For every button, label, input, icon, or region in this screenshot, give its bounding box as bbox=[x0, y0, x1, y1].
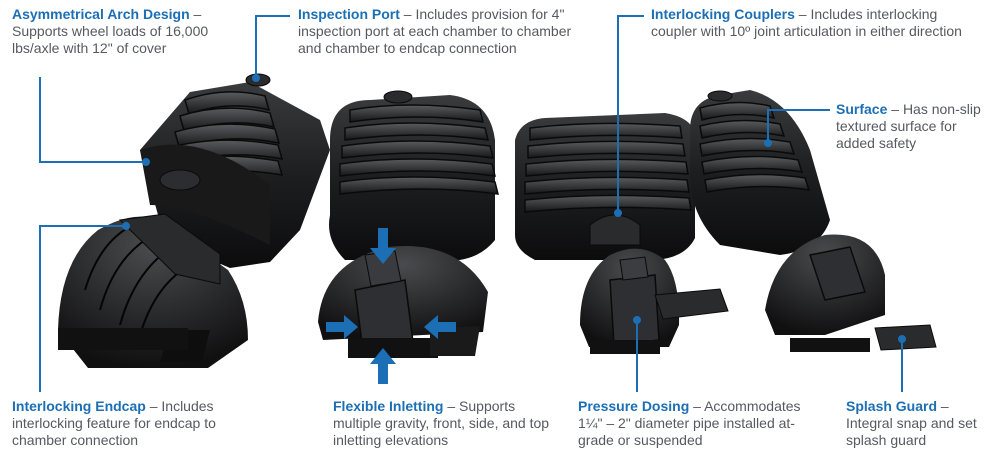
arrow-down-icon bbox=[370, 228, 396, 264]
callout-title: Flexible Inletting bbox=[333, 398, 444, 414]
callout-surface: Surface – Has non-slip textured surface … bbox=[836, 101, 981, 151]
callout-interlocking-couplers: Interlocking Couplers – Includes interlo… bbox=[651, 6, 962, 39]
callout-inspection-port: Inspection Port – Includes provision for… bbox=[298, 6, 572, 56]
callout-desc: Includes interlocking feature for endcap… bbox=[12, 398, 216, 448]
callout-title: Asymmetrical Arch Design bbox=[12, 6, 190, 22]
chamber-center bbox=[329, 90, 499, 261]
callout-pressure-dosing: Pressure Dosing – Accommodates 1¼" – 2" … bbox=[578, 398, 801, 448]
arrow-up-icon bbox=[370, 348, 396, 384]
callout-desc: Has non-slip textured surface for added … bbox=[836, 101, 981, 151]
arrow-left-icon bbox=[424, 315, 456, 339]
callout-desc: Supports multiple gravity, front, side, … bbox=[333, 398, 550, 448]
callout-title: Surface bbox=[836, 101, 888, 117]
chamber-left bbox=[140, 73, 330, 268]
callout-asymmetrical-arch: Asymmetrical Arch Design – Supports whee… bbox=[12, 6, 209, 56]
callout-title: Inspection Port bbox=[298, 6, 400, 22]
arrow-right-icon bbox=[326, 315, 358, 339]
endcap-splash bbox=[765, 234, 937, 352]
callout-desc: Includes interlocking coupler with 10º j… bbox=[651, 6, 962, 39]
callout-title: Interlocking Couplers bbox=[651, 6, 795, 22]
endcap-center bbox=[318, 245, 488, 358]
callout-interlocking-endcap: Interlocking Endcap – Includes interlock… bbox=[12, 398, 216, 448]
callout-title: Interlocking Endcap bbox=[12, 398, 146, 414]
callout-title: Splash Guard bbox=[846, 398, 938, 414]
callout-desc: Includes provision for 4" inspection por… bbox=[298, 6, 572, 56]
callout-title: Pressure Dosing bbox=[578, 398, 690, 414]
chamber-right bbox=[515, 113, 695, 260]
callout-splash-guard: Splash Guard – Integral snap and set spl… bbox=[846, 398, 977, 448]
callout-flexible-inletting: Flexible Inletting – Supports multiple g… bbox=[333, 398, 550, 448]
chamber-far-right bbox=[690, 90, 830, 255]
endcap-left bbox=[58, 213, 248, 368]
leader-lines bbox=[39, 15, 906, 392]
endcap-pressure bbox=[580, 248, 729, 354]
callout-desc: Accommodates 1¼" – 2" diameter pipe inst… bbox=[578, 398, 801, 448]
inlet-arrows bbox=[326, 228, 456, 384]
callout-desc: Supports wheel loads of 16,000 lbs/axle … bbox=[12, 23, 209, 56]
callout-desc: Integral snap and set splash guard bbox=[846, 415, 977, 448]
